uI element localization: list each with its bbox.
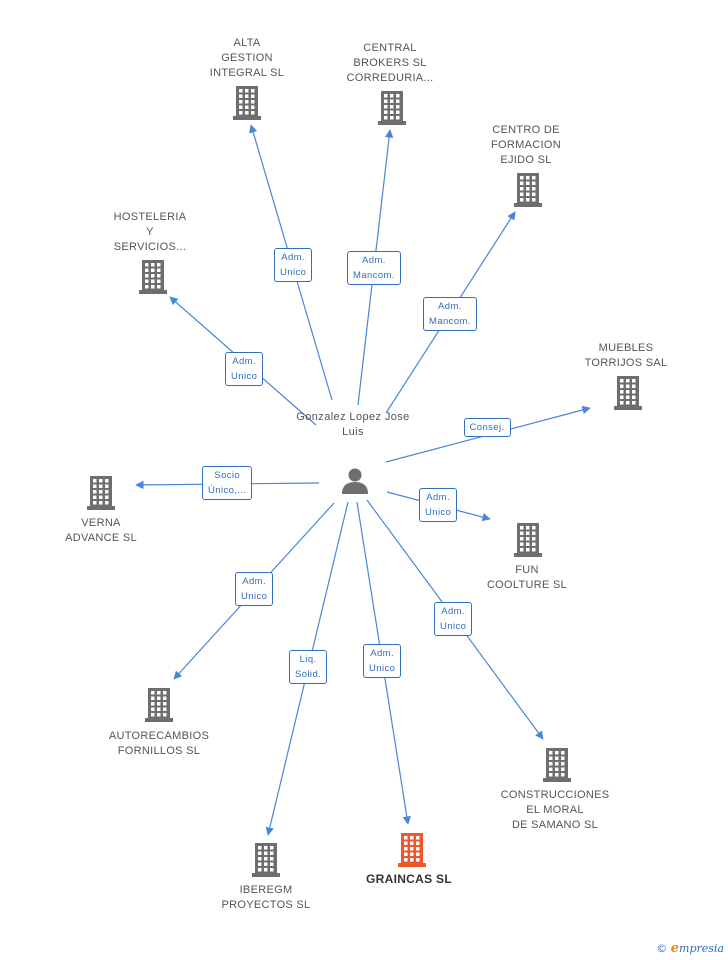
- company-label-central[interactable]: CENTRAL BROKERS SL CORREDURIA...: [346, 42, 434, 84]
- edge-label-central[interactable]: Adm. Mancom.: [347, 251, 401, 285]
- building-icon-graincas[interactable]: [398, 833, 426, 867]
- edge-label-alta[interactable]: Adm. Unico: [274, 248, 313, 282]
- building-icon-central[interactable]: [378, 91, 406, 125]
- company-label-centro[interactable]: CENTRO DE FORMACION EJIDO SL: [491, 124, 561, 166]
- edge-label-verna[interactable]: Socio Único,...: [202, 466, 253, 500]
- company-label-fun[interactable]: FUN COOLTURE SL: [486, 564, 568, 591]
- building-icon-muebles[interactable]: [614, 376, 642, 410]
- footer-brand: © empresia: [656, 941, 724, 956]
- building-icon-alta[interactable]: [233, 86, 261, 120]
- company-label-alta[interactable]: ALTA GESTION INTEGRAL SL: [209, 37, 285, 79]
- company-label-verna[interactable]: VERNA ADVANCE SL: [65, 517, 137, 544]
- building-icon-construcciones[interactable]: [543, 748, 571, 782]
- building-icon-fun[interactable]: [514, 523, 542, 557]
- company-label-iberegm[interactable]: IBEREGM PROYECTOS SL: [221, 884, 311, 911]
- company-label-hosteleria[interactable]: HOSTELERIA Y SERVICIOS...: [113, 211, 187, 253]
- edge-label-muebles[interactable]: Consej.: [463, 417, 511, 437]
- brand-initial: e: [670, 941, 680, 956]
- building-icon-iberegm[interactable]: [252, 843, 280, 877]
- company-label-graincas[interactable]: GRAINCAS SL: [366, 872, 452, 886]
- building-icon-hosteleria[interactable]: [139, 260, 167, 294]
- company-label-construcciones[interactable]: CONSTRUCCIONES EL MORAL DE SAMANO SL: [500, 789, 610, 831]
- edge-label-construcciones[interactable]: Adm. Unico: [434, 602, 473, 636]
- building-icon-verna[interactable]: [87, 476, 115, 510]
- brand-name: mpresia: [679, 942, 724, 955]
- edge-label-autorecambios[interactable]: Adm. Unico: [235, 572, 274, 606]
- edge-label-hosteleria[interactable]: Adm. Unico: [225, 352, 264, 386]
- person-icon[interactable]: [342, 468, 368, 495]
- nodes-layer: [87, 86, 642, 877]
- edge-label-iberegm[interactable]: Liq. Solid.: [289, 650, 328, 684]
- edge-label-fun[interactable]: Adm. Unico: [419, 488, 458, 522]
- edge-label-graincas[interactable]: Adm. Unico: [363, 644, 402, 678]
- person-name-label[interactable]: Gonzalez Lopez Jose Luis: [296, 411, 410, 438]
- company-label-muebles[interactable]: MUEBLES TORRIJOS SAL: [584, 342, 668, 369]
- edge-label-centro[interactable]: Adm. Mancom.: [423, 297, 477, 331]
- copyright-symbol: ©: [656, 942, 668, 955]
- building-icon-autorecambios[interactable]: [145, 688, 173, 722]
- company-label-autorecambios[interactable]: AUTORECAMBIOS FORNILLOS SL: [108, 730, 210, 757]
- building-icon-centro[interactable]: [514, 173, 542, 207]
